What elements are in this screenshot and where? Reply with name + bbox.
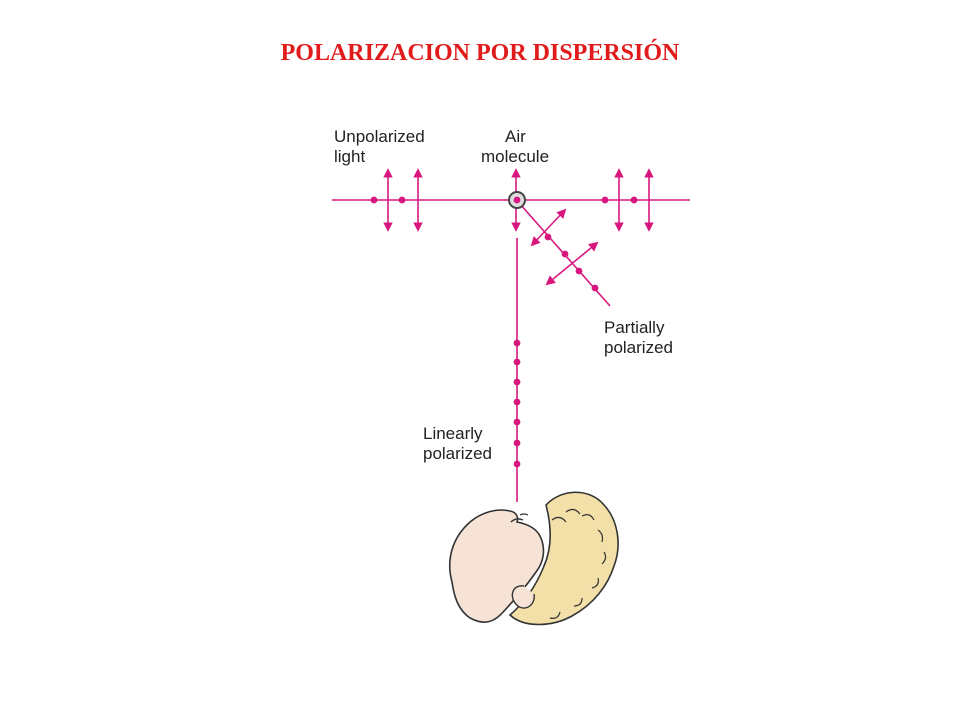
hair-curls: [549, 508, 607, 619]
polarization-dot: [398, 196, 406, 204]
polarization-dot: [561, 250, 569, 258]
polarization-dot: [544, 233, 552, 241]
observer-head: [448, 491, 619, 626]
air-molecule-core: [513, 196, 521, 204]
label-unpolarized-light: Unpolarized light: [334, 127, 425, 166]
hair: [508, 491, 619, 626]
eye: [510, 518, 524, 523]
polarization-dot: [513, 439, 521, 447]
ear: [511, 585, 535, 609]
polarization-dot: [513, 460, 521, 468]
eyebrow: [519, 513, 529, 516]
polarization-dot: [513, 378, 521, 386]
polarization-dot: [513, 339, 521, 347]
polarization-dot: [575, 267, 583, 275]
polarization-arrow: [530, 208, 567, 247]
polarization-dot: [513, 398, 521, 406]
label-air-molecule: Air molecule: [481, 127, 550, 166]
polarization-dot: [630, 196, 638, 204]
label-linearly-polarized: Linearly polarized: [423, 424, 492, 463]
label-partially-polarized: Partially polarized: [604, 318, 673, 357]
page-title: POLARIZACION POR DISPERSIÓN: [280, 40, 680, 66]
polarization-dot: [601, 196, 609, 204]
polarization-dot: [513, 358, 521, 366]
polarization-dot: [591, 284, 599, 292]
face: [448, 509, 545, 623]
polarization-dot: [513, 418, 521, 426]
polarization-dot: [370, 196, 378, 204]
polarization-arrow: [545, 241, 599, 286]
